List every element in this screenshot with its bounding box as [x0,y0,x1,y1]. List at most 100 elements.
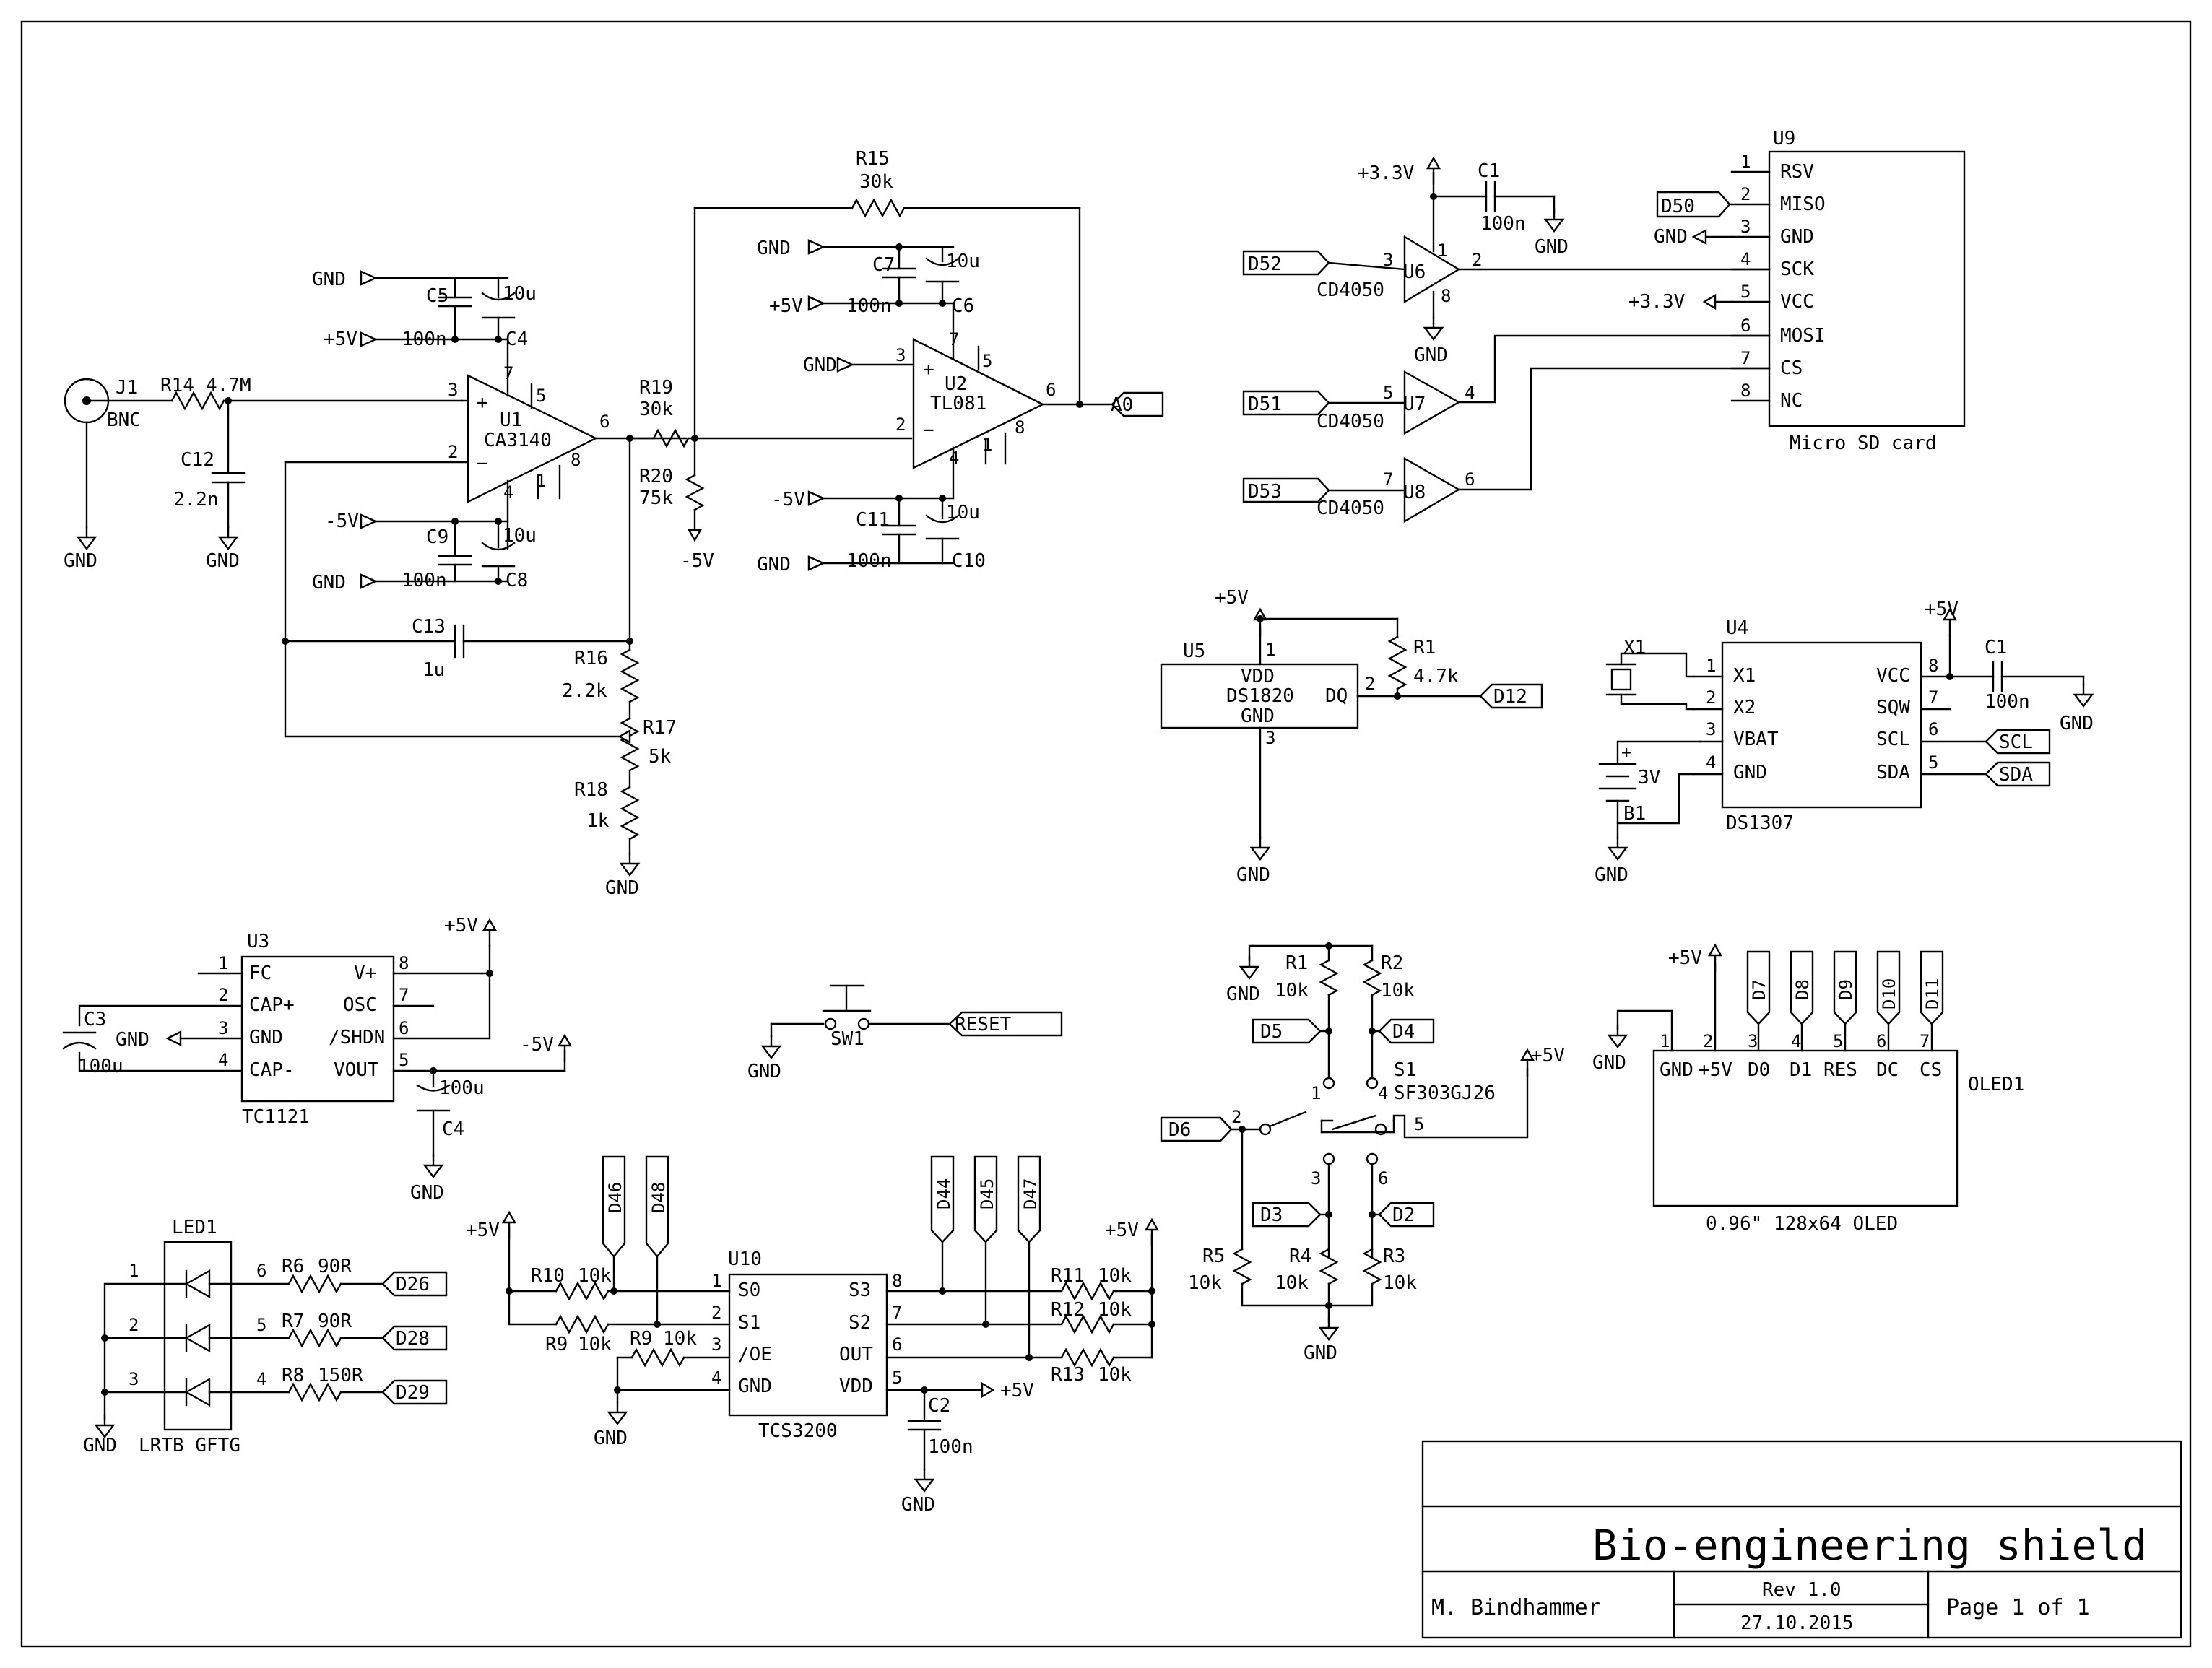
svg-text:3V: 3V [1638,767,1660,789]
svg-text:+5V: +5V [1105,1220,1139,1241]
svg-text:75k: 75k [639,487,673,509]
svg-text:TCS3200: TCS3200 [758,1420,838,1442]
svg-text:Micro SD card: Micro SD card [1790,433,1937,454]
svg-text:10k: 10k [1275,980,1309,1002]
svg-text:5: 5 [399,1050,409,1070]
svg-text:GND: GND [757,238,791,259]
level-shifters: D52 D51 D53 U6 U7 U8 CD4050 CD4050 CD405… [1242,157,1771,524]
svg-text:7: 7 [1740,348,1751,368]
selector-switch-s1: GND R1 10k R2 10k D5 D4 1 4 S1 SF303GJ26… [1160,942,1565,1364]
svg-text:R20: R20 [639,466,673,487]
svg-text:GND: GND [757,554,791,575]
resistor-r14: R14 4.7M [160,375,464,411]
svg-text:GND: GND [594,1428,628,1449]
svg-text:+: + [477,392,488,414]
svg-text:R3: R3 [1383,1246,1405,1267]
svg-text:2.2k: 2.2k [562,680,607,702]
u2-supply-top: GND +5V C7 100n 10u C6 [757,238,980,317]
svg-text:D29: D29 [396,1382,430,1404]
title-text: Bio-engineering shield [1592,1521,2147,1570]
svg-text:RESET: RESET [955,1014,1012,1035]
svg-text:CS: CS [1920,1059,1942,1081]
svg-text:D12: D12 [1493,686,1527,708]
svg-text:100u: 100u [439,1077,485,1099]
svg-text:1: 1 [1740,152,1751,172]
svg-text:8: 8 [1928,656,1938,676]
svg-text:R15: R15 [856,148,890,170]
color-sensor-u10: U10 S0 S1 /OE GND S3 S2 OUT VDD TCS3200 … [466,1155,1159,1516]
svg-text:100n: 100n [1480,213,1526,235]
svg-text:C12: C12 [181,449,214,471]
svg-text:4: 4 [1791,1031,1801,1051]
svg-text:R1: R1 [1285,952,1308,974]
page-text: Page 1 of 1 [1946,1595,2090,1620]
svg-text:OLED1: OLED1 [1968,1074,2024,1095]
svg-text:S1: S1 [738,1312,760,1334]
svg-text:CD4050: CD4050 [1317,498,1384,519]
svg-text:6: 6 [599,412,610,432]
svg-text:X1: X1 [1733,665,1756,687]
svg-text:30k: 30k [859,171,893,193]
svg-text:4: 4 [949,448,959,468]
svg-text:CS: CS [1780,357,1803,379]
sheet-border [20,20,2192,1648]
svg-text:R10: R10 [531,1265,565,1287]
svg-text:S0: S0 [738,1280,760,1301]
svg-text:-5V: -5V [520,1034,554,1056]
svg-text:GND: GND [1236,864,1270,886]
opamp-u1: +− U1 CA3140 3 2 6 7 5 4 1 8 [284,338,688,550]
opamp-u2: +− A0 U2 TL081 3 2 6 GND 7 5 4 1 8 [803,302,1164,500]
svg-text:C5: C5 [426,285,448,307]
svg-text:LED1: LED1 [172,1217,217,1238]
svg-text:+5V: +5V [1699,1059,1732,1081]
svg-text:3: 3 [1748,1031,1758,1051]
svg-text:1: 1 [1706,656,1716,676]
svg-text:U1: U1 [500,409,522,431]
charge-pump-u3: U3 FC CAP+ GND CAP- V+ OSC /SHDN VOUT TC… [62,915,572,1204]
svg-text:8: 8 [571,450,581,470]
svg-text:2: 2 [129,1315,139,1335]
svg-text:10u: 10u [946,251,980,272]
svg-text:GND: GND [206,550,240,572]
svg-text:4: 4 [1465,383,1475,403]
svg-text:GND: GND [83,1435,117,1456]
svg-text:D0: D0 [1748,1059,1770,1081]
svg-text:D5: D5 [1260,1021,1283,1043]
svg-text:GND: GND [1660,1059,1693,1081]
svg-text:3: 3 [1383,250,1393,270]
author-text: M. Bindhammer [1431,1595,1601,1620]
u1-feedback: C13 1u R16 2.2k R17 5k R18 1k GND [282,435,677,899]
svg-text:+5V: +5V [1925,599,1959,620]
svg-text:4: 4 [1378,1083,1388,1103]
svg-text:D26: D26 [396,1274,430,1295]
svg-text:GND: GND [1733,762,1767,783]
svg-text:GND: GND [2060,713,2094,734]
svg-text:U2: U2 [945,373,967,395]
svg-text:8: 8 [399,953,409,973]
svg-text:100n: 100n [1985,691,2030,713]
svg-text:-5V: -5V [680,550,714,572]
u2-supply-bottom: -5V GND C11 100n 10u C10 [757,489,986,575]
svg-text:SCK: SCK [1780,259,1814,280]
svg-text:3: 3 [1706,719,1716,739]
svg-text:5: 5 [1414,1114,1424,1134]
svg-text:10k: 10k [1381,980,1415,1002]
svg-text:5: 5 [1740,282,1751,302]
title-block: Bio-engineering shield M. Bindhammer Rev… [1421,1440,2182,1639]
svg-text:4: 4 [218,1050,228,1070]
svg-text:C10: C10 [952,550,986,572]
u1-supply-bottom: -5V GND C9 100n 10u C8 [312,511,537,594]
svg-text:GND: GND [312,572,346,594]
svg-text:D47: D47 [1020,1178,1041,1209]
svg-text:DS1820: DS1820 [1226,685,1294,707]
svg-text:D52: D52 [1248,253,1282,275]
svg-text:7: 7 [503,363,513,383]
svg-text:GND: GND [1592,1052,1626,1074]
svg-text:D28: D28 [396,1328,430,1350]
svg-text:5: 5 [1833,1031,1843,1051]
svg-text:3: 3 [1740,217,1751,237]
svg-text:D45: D45 [977,1178,997,1209]
svg-text:2: 2 [895,414,906,435]
svg-text:R2: R2 [1381,952,1403,974]
